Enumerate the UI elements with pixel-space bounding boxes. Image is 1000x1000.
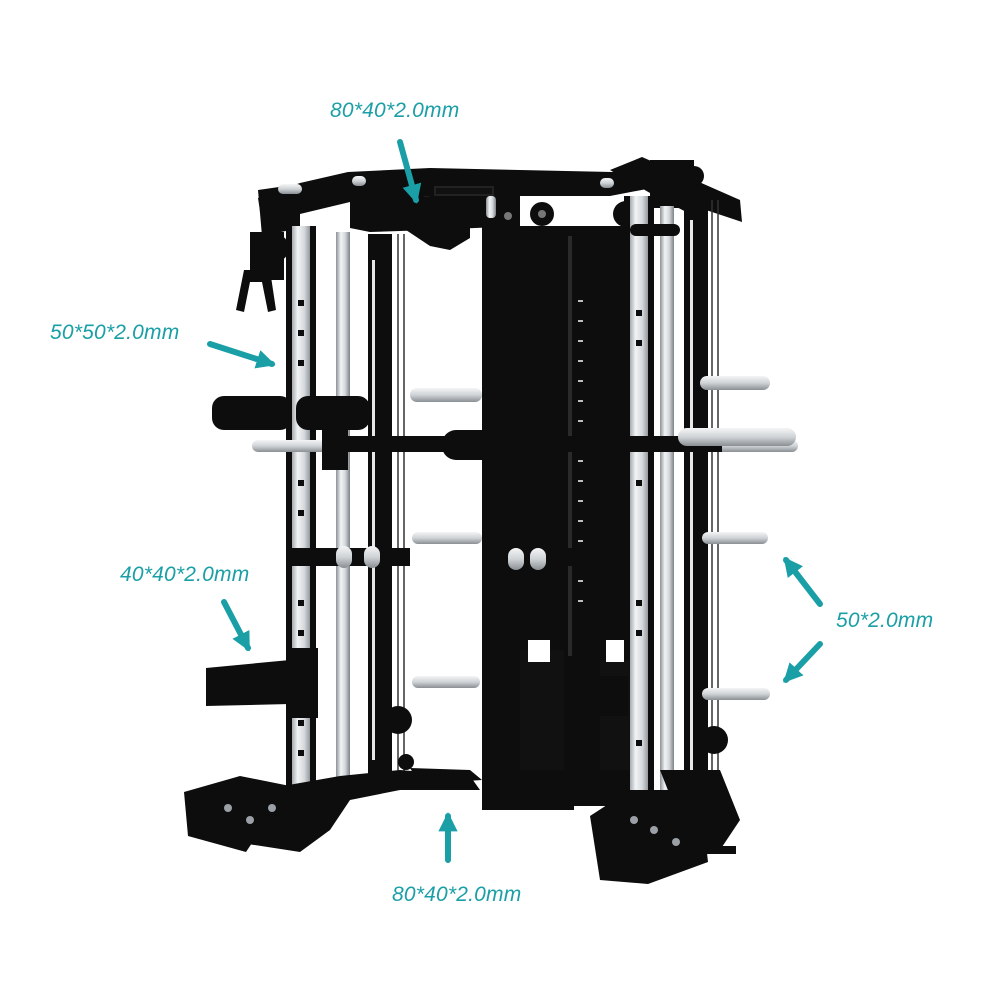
pulley-stem [486, 196, 496, 218]
callout-arrows [207, 139, 823, 863]
smith-bar [252, 428, 798, 460]
base-bolts [224, 804, 680, 846]
pullup-grip [352, 176, 366, 186]
arrow-top [397, 139, 422, 204]
low-pulleys [384, 706, 728, 770]
right-upright-front [624, 196, 654, 836]
left-handle [236, 232, 284, 312]
arrow-horn-up [783, 556, 823, 607]
right-upright-rear [684, 196, 708, 796]
label-weight-horn-spec: 50*2.0mm [836, 609, 934, 632]
brand-plate [436, 188, 492, 194]
arrow-cross-bar [221, 599, 251, 652]
smith-guide-rod-left [336, 232, 350, 792]
pullup-grip-left [278, 184, 302, 194]
smith-guide-rod-right [660, 206, 674, 826]
left-upright-holes [298, 300, 304, 756]
right-upright-holes [636, 310, 642, 746]
label-base-tube-spec: 80*40*2.0mm [392, 883, 522, 906]
label-cross-bar-spec: 40*40*2.0mm [120, 563, 250, 586]
base-frame [184, 768, 740, 884]
left-upright-rear [368, 234, 392, 782]
pullup-grip [600, 178, 614, 188]
leg-pads [212, 396, 370, 470]
weight-plates [520, 640, 630, 770]
bar-catch [290, 546, 626, 570]
arrow-horn-down [783, 641, 823, 683]
arrow-upright [207, 341, 276, 369]
weight-horns [410, 376, 770, 700]
spotter-arm [206, 648, 318, 718]
label-top-tube-spec: 80*40*2.0mm [330, 99, 460, 122]
label-upright-spec: 50*50*2.0mm [50, 321, 180, 344]
